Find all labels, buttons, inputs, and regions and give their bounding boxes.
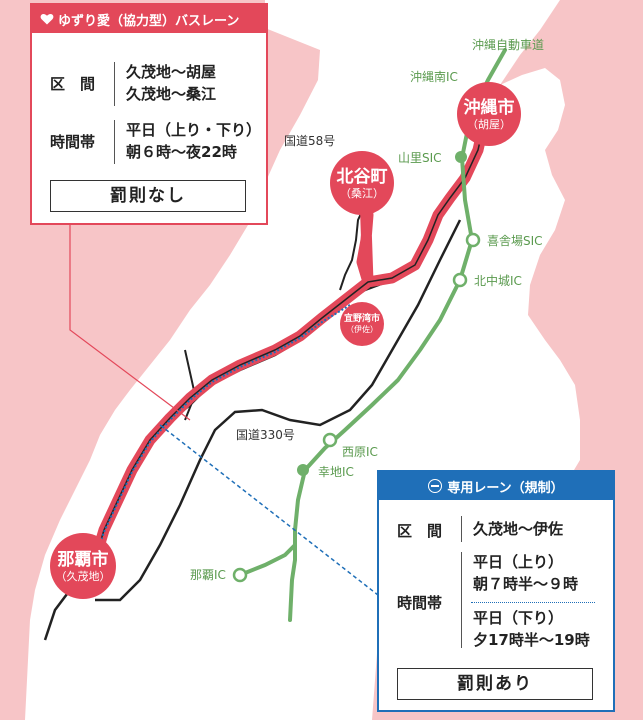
city-ginowan-sub: （伊佐）	[346, 324, 378, 334]
restricted-time-down-2: 夕17時半〜19時	[473, 631, 590, 649]
city-chatan-name: 北谷町	[336, 166, 388, 187]
ic-marker-nishihara	[322, 432, 338, 448]
restricted-penalty: 罰則あり	[397, 668, 593, 700]
restricted-time-label: 時間帯	[397, 594, 443, 612]
label-ic-yamazato: 山里SIC	[398, 151, 442, 165]
restricted-panel-header: 専用レーン（規制）	[379, 472, 613, 500]
yuzuri-time-value-1: 平日（上り・下り）	[126, 121, 262, 139]
yuzuri-time-value-2: 朝６時〜夜22時	[126, 143, 237, 161]
city-naha-name: 那覇市	[57, 549, 109, 570]
city-ginowan: 宜野湾市 （伊佐）	[340, 302, 384, 346]
restricted-divider-1	[461, 516, 462, 542]
expressway-spur	[239, 543, 297, 577]
yuzuri-divider-1	[114, 62, 115, 106]
city-chatan: 北谷町 （桑江）	[330, 151, 394, 215]
label-ic-naha: 那覇IC	[190, 568, 226, 582]
bus-lane-core	[94, 109, 488, 561]
city-okinawa: 沖縄市 （胡屋）	[457, 82, 521, 146]
restricted-lane	[94, 304, 351, 561]
yuzuri-penalty: 罰則なし	[50, 180, 246, 212]
route-330	[95, 219, 462, 602]
restricted-panel: 専用レーン（規制） 区 間 久茂地〜伊佐 時間帯 平日（上り） 朝７時半〜９時 …	[377, 470, 615, 712]
label-expressway: 沖縄自動車道	[472, 38, 545, 52]
yuzuri-section-value-2: 久茂地〜桑江	[126, 85, 217, 103]
restricted-section-value: 久茂地〜伊佐	[473, 520, 564, 538]
yuzuri-panel-header: ゆずり愛（協力型）バスレーン	[32, 5, 266, 33]
yuzuri-divider-2	[114, 120, 115, 164]
heart-icon	[40, 13, 54, 25]
yuzuri-section-value-1: 久茂地〜胡屋	[126, 63, 217, 81]
restricted-panel-title: 専用レーン（規制）	[447, 480, 564, 496]
ic-marker-kishaba	[465, 232, 481, 248]
ic-marker-naha	[232, 567, 248, 583]
city-naha-sub: （久茂地）	[55, 569, 111, 583]
label-route-58: 国道58号	[284, 134, 336, 148]
restricted-time-down-1: 平日（下り）	[473, 609, 564, 627]
yuzuri-time-label: 時間帯	[50, 133, 96, 151]
restricted-section-label: 区 間	[397, 522, 443, 540]
city-naha: 那覇市 （久茂地）	[50, 533, 116, 599]
city-okinawa-name: 沖縄市	[463, 97, 515, 118]
road-naha	[184, 349, 197, 421]
label-route-330: 国道330号	[236, 428, 295, 442]
leader-line-pink	[69, 225, 191, 421]
yuzuri-panel-title: ゆずり愛（協力型）バスレーン	[58, 13, 240, 29]
restricted-time-separator	[471, 602, 595, 603]
restricted-time-up-2: 朝７時半〜９時	[473, 575, 579, 593]
no-entry-icon	[428, 479, 443, 493]
yuzuri-section-label: 区 間	[50, 75, 96, 93]
ic-marker-kochi	[297, 464, 309, 476]
city-chatan-sub: （桑江）	[340, 186, 384, 200]
yuzuri-panel: ゆずり愛（協力型）バスレーン 区 間 久茂地〜胡屋 久茂地〜桑江 時間帯 平日（…	[30, 3, 268, 225]
restricted-time-up-1: 平日（上り）	[473, 553, 564, 571]
label-ic-kishaba: 喜舎場SIC	[487, 234, 543, 248]
label-ic-nishihara: 西原IC	[342, 445, 378, 459]
label-ic-kochi: 幸地IC	[318, 465, 354, 479]
ic-marker-kitanakagusuku	[452, 272, 468, 288]
label-ic-okinawa-minami: 沖縄南IC	[410, 70, 458, 84]
city-ginowan-name: 宜野湾市	[343, 313, 380, 324]
ic-marker-yamazato	[455, 151, 467, 163]
city-okinawa-sub: （胡屋）	[467, 117, 511, 131]
restricted-divider-2	[461, 552, 462, 648]
label-ic-kitanakagusuku: 北中城IC	[474, 274, 522, 288]
